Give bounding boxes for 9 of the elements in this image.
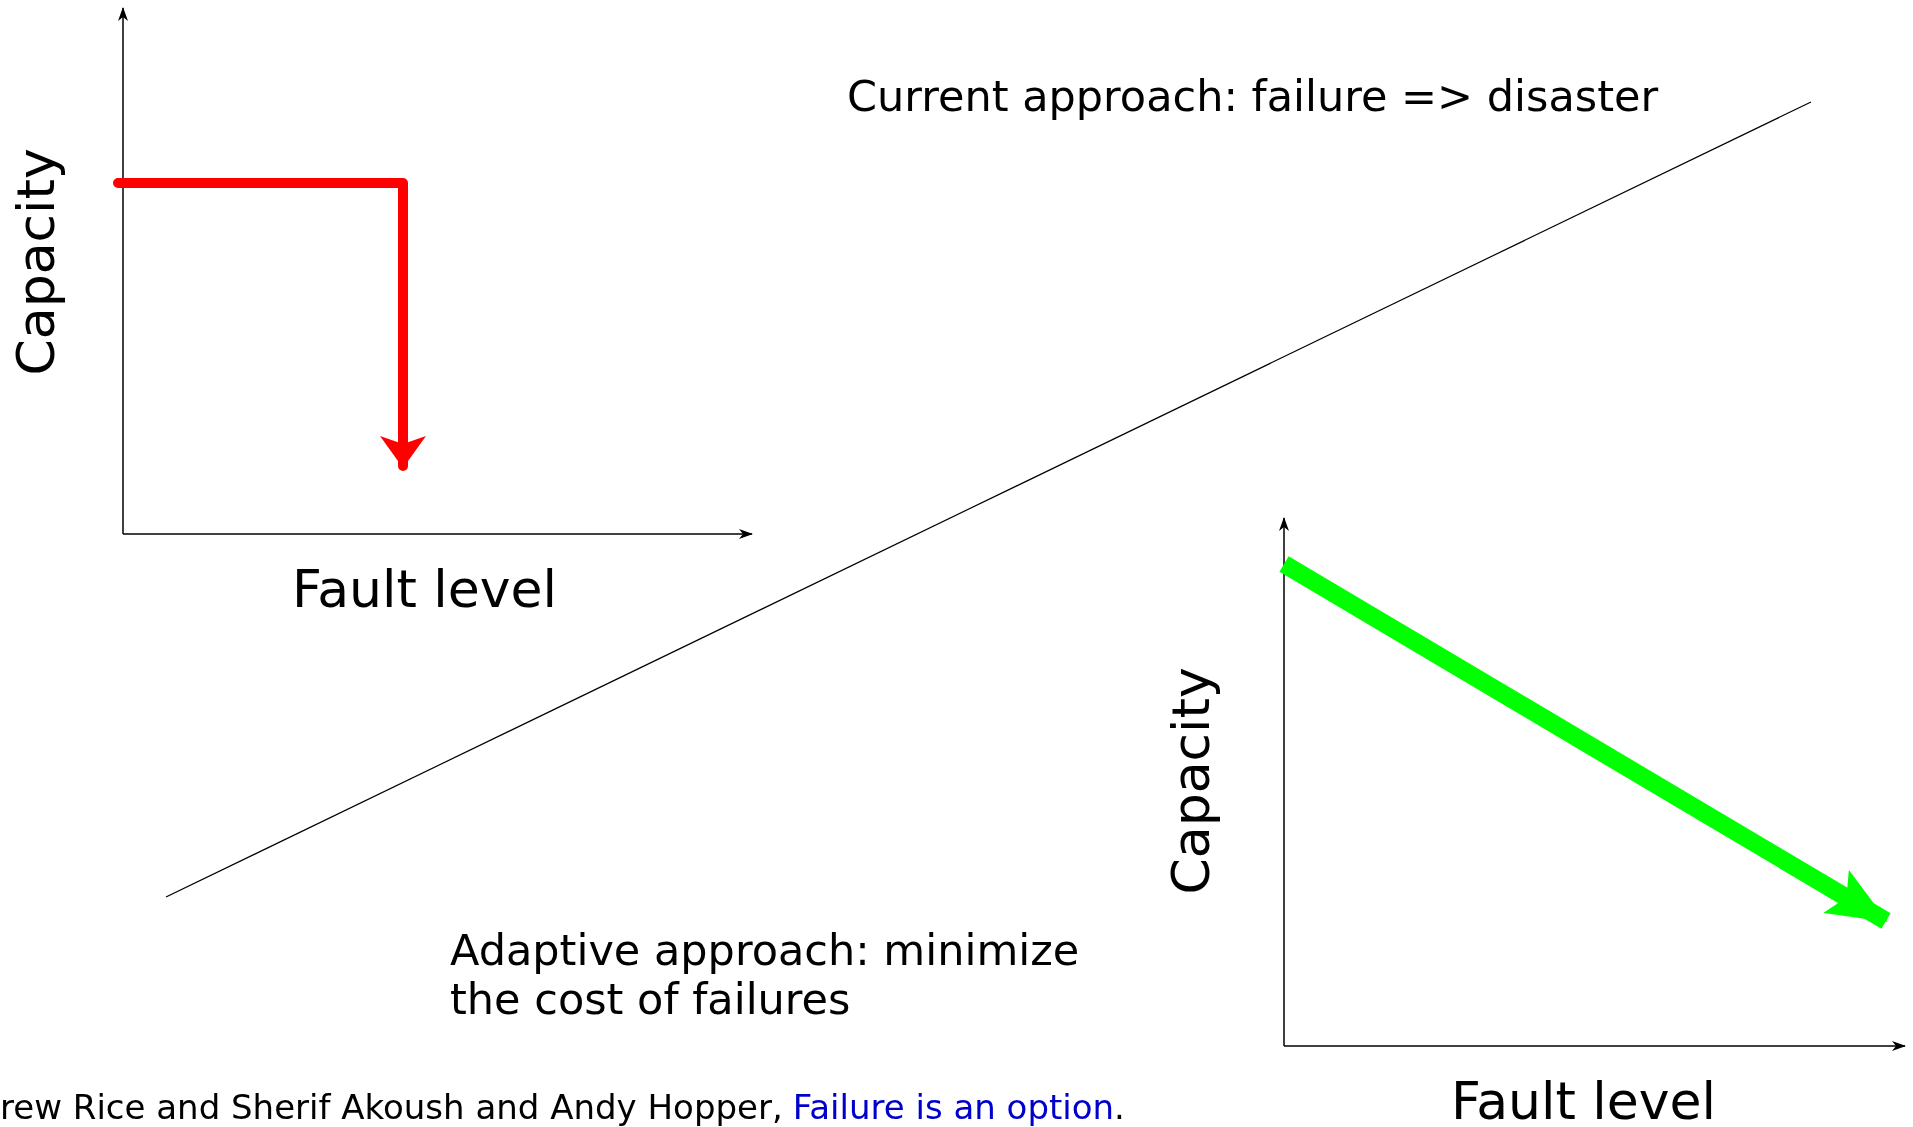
citation-text: rew Rice and Sherif Akoush and Andy Hopper, [0,1088,783,1127]
annotation-text: Adaptive approach: minimize the cost of failures [450,926,1081,1025]
citation-link: Failure is an option [792,1088,1115,1127]
citation-text: . [1114,1088,1125,1127]
axis-label: Capacity [7,148,67,376]
annotation-text: Current approach: failure => disaster [847,72,1659,122]
axis-label: Fault level [292,560,557,620]
axis-label: Fault level [1451,1072,1716,1127]
axis-label: Capacity [1162,667,1222,895]
